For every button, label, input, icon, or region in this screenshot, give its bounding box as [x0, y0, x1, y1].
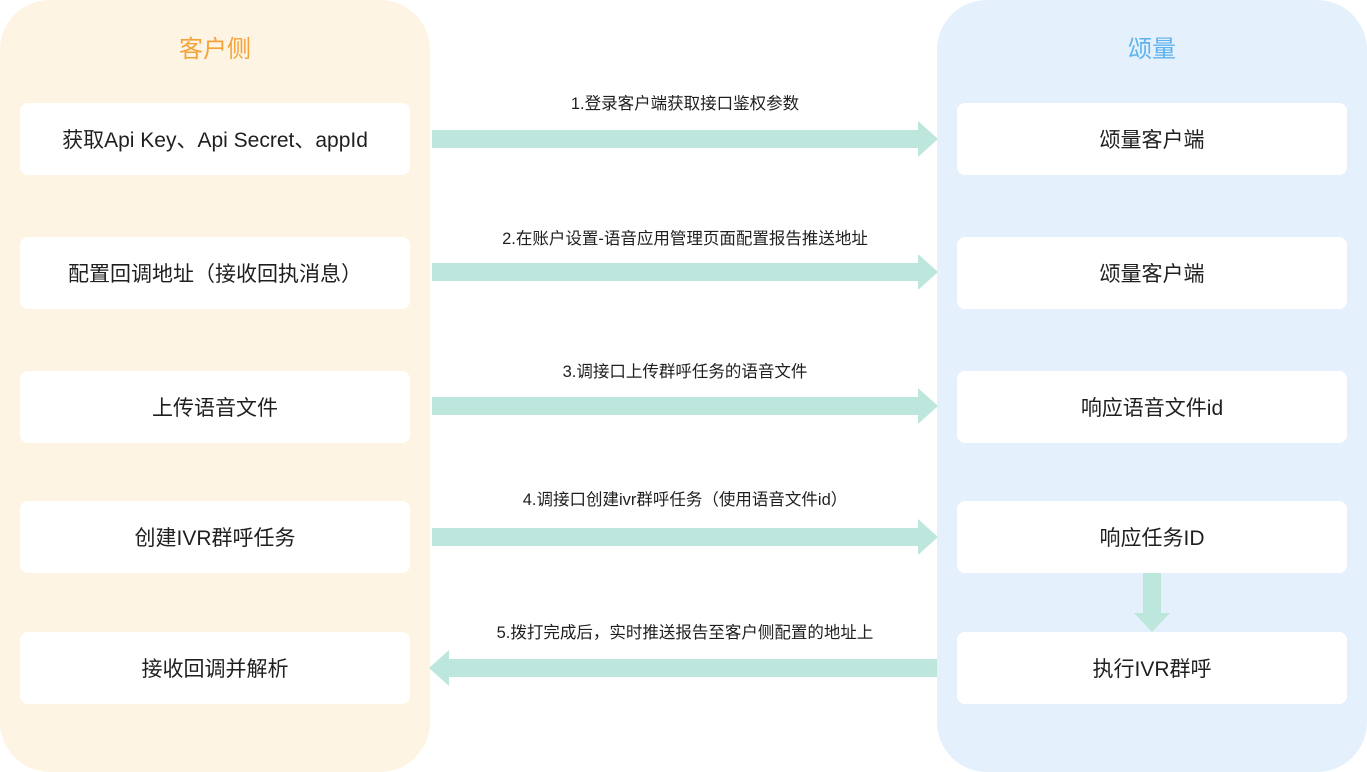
- flow-arrow-5: [429, 650, 937, 686]
- vertical-arrow-task-to-execute: [1134, 573, 1170, 632]
- flow-arrow-3: [432, 388, 938, 424]
- flow-label-1: 1.登录客户端获取接口鉴权参数: [570, 95, 800, 113]
- vendor-step-task-id: 响应任务ID: [957, 501, 1347, 573]
- flow-label-5: 5.拨打完成后，实时推送报告至客户侧配置的地址上: [496, 624, 874, 642]
- vendor-step-audio-id: 响应语音文件id: [957, 371, 1347, 443]
- vendor-side-title: 颂量: [1128, 36, 1176, 63]
- vendor-step-execute: 执行IVR群呼: [957, 632, 1347, 704]
- client-side-title: 客户侧: [179, 36, 251, 63]
- vendor-step-client-1: 颂量客户端: [957, 103, 1347, 175]
- client-step-get-keys: 获取Api Key、Api Secret、appId: [20, 103, 410, 175]
- client-step-config-callback: 配置回调地址（接收回执消息）: [20, 237, 410, 309]
- flow-arrow-1: [432, 121, 938, 157]
- flow-label-4: 4.调接口创建ivr群呼任务（使用语音文件id）: [522, 491, 848, 509]
- client-step-create-task: 创建IVR群呼任务: [20, 501, 410, 573]
- flow-label-2: 2.在账户设置-语音应用管理页面配置报告推送地址: [502, 230, 868, 248]
- client-step-receive-callback: 接收回调并解析: [20, 632, 410, 704]
- flow-arrow-4: [432, 519, 938, 555]
- flow-arrow-2: [432, 254, 938, 290]
- flow-label-3: 3.调接口上传群呼任务的语音文件: [562, 363, 808, 381]
- client-step-upload-audio: 上传语音文件: [20, 371, 410, 443]
- vendor-step-client-2: 颂量客户端: [957, 237, 1347, 309]
